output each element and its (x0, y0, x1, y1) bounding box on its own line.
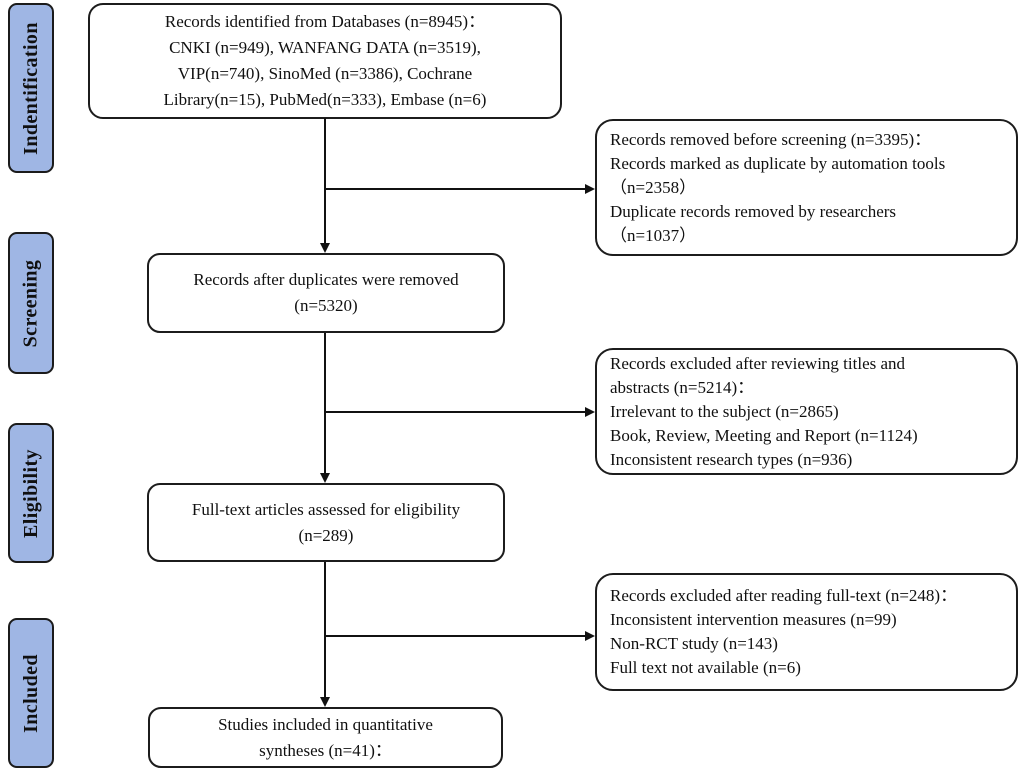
arrow-line-duplicates-to-fulltext (324, 333, 326, 474)
box-text-line: Records excluded after reading full-text… (610, 586, 958, 605)
arrow-line-branch-excluded-fulltext (325, 635, 585, 637)
arrowhead-down-icon (320, 473, 330, 483)
arrow-line-fulltext-to-included (324, 562, 326, 698)
box-removed-before-screening: Records removed before screening (n=3395… (595, 119, 1018, 256)
box-fulltext-assessed: Full-text articles assessed for eligibil… (147, 483, 505, 562)
arrowhead-right-icon (585, 184, 595, 194)
box-text-line: Records excluded after reviewing titles … (610, 353, 906, 373)
box-excluded-titles-abstracts: Records excluded after reviewing titles … (595, 348, 1018, 475)
box-text-line: Studies included in quantitative (218, 714, 433, 734)
box-text-line: Irrelevant to the subject (n=2865) (610, 401, 839, 421)
arrowhead-right-icon (585, 631, 595, 641)
arrow-line-branch-removed (325, 188, 585, 190)
box-studies-included: Studies included in quantitative synthes… (148, 707, 503, 768)
box-text-line: Records after duplicates were removed (193, 270, 459, 289)
box-records-identified: Records identified from Databases (n=894… (88, 3, 562, 119)
arrow-line-branch-excluded-abstracts (325, 411, 585, 413)
stage-label-eligibility-text: Eligibility (19, 448, 42, 538)
arrow-line-identified-to-duplicates (324, 118, 326, 244)
box-text-line: Full-text articles assessed for eligibil… (191, 499, 461, 519)
box-text-line: Book, Review, Meeting and Report (n=1124… (610, 425, 918, 445)
box-text-line: (n=5320) (294, 296, 358, 315)
stage-label-screening: Screening (8, 232, 54, 374)
box-text-line: (n=289) (298, 525, 354, 545)
stage-label-identification: Indentification (8, 3, 54, 173)
arrowhead-down-icon (320, 243, 330, 253)
box-text-line: VIP(n=740), SinoMed (n=3386), Cochrane (177, 64, 473, 83)
box-text-line: syntheses (n=41)： (259, 740, 392, 760)
stage-label-included-text: Included (19, 653, 42, 733)
arrowhead-right-icon (585, 407, 595, 417)
box-text-line: （n=1037） (610, 225, 697, 245)
box-text-line: Inconsistent intervention measures (n=99… (610, 610, 897, 629)
box-text-line: Duplicate records removed by researchers (610, 201, 897, 221)
box-text-line: Records marked as duplicate by automatio… (610, 153, 946, 173)
box-records-after-duplicates: Records after duplicates were removed (n… (147, 253, 505, 333)
box-text-line: abstracts (n=5214)： (610, 377, 755, 397)
box-text-line: Non-RCT study (n=143) (610, 634, 778, 653)
stage-label-included: Included (8, 618, 54, 768)
box-text-line: Inconsistent research types (n=936) (610, 449, 853, 469)
stage-label-screening-text: Screening (19, 259, 42, 347)
box-excluded-fulltext: Records excluded after reading full-text… (595, 573, 1018, 691)
box-text-line: CNKI (n=949), WANFANG DATA (n=3519), (169, 38, 481, 57)
arrowhead-down-icon (320, 697, 330, 707)
box-text-line: Full text not available (n=6) (610, 658, 801, 677)
box-text-line: Records identified from Databases (n=894… (164, 12, 486, 31)
box-text-line: Library(n=15), PubMed(n=333), Embase (n=… (163, 90, 487, 109)
box-text-line: Records removed before screening (n=3395… (610, 129, 932, 149)
stage-label-identification-text: Indentification (19, 21, 42, 155)
box-text-line: （n=2358） (610, 177, 697, 197)
stage-label-eligibility: Eligibility (8, 423, 54, 563)
